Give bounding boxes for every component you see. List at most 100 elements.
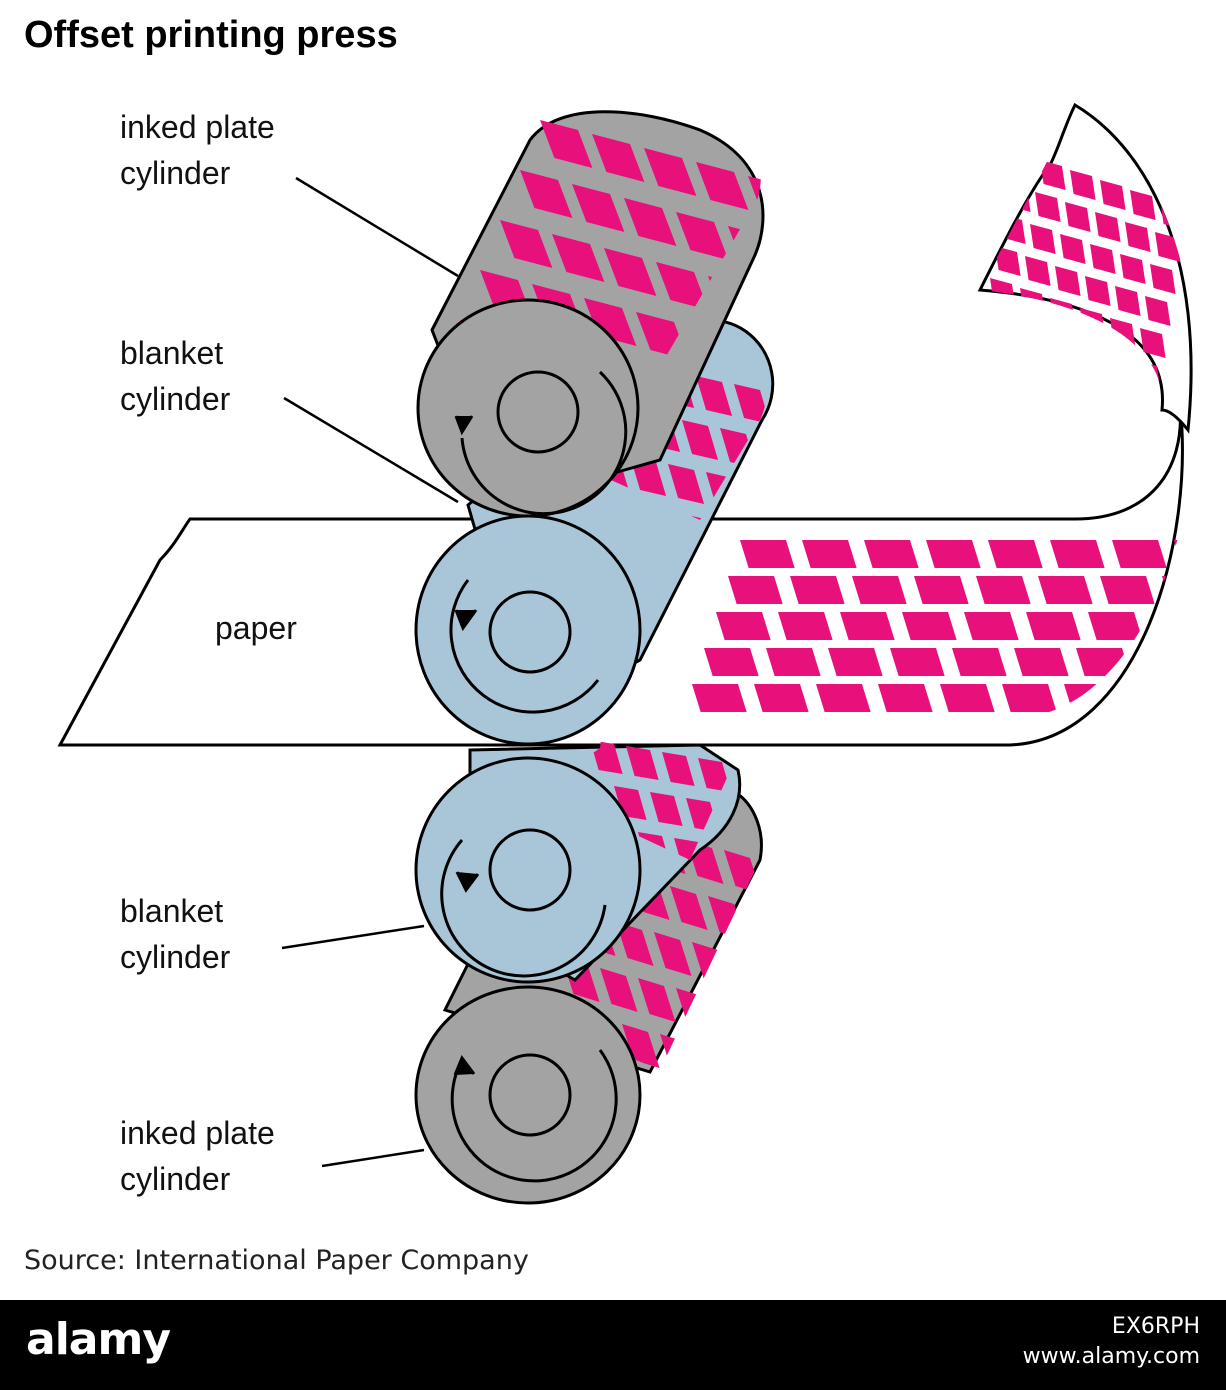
ink-cell [1010, 352, 1036, 382]
ink-cell [1010, 150, 1036, 180]
bottom-blanket-cylinder [414, 740, 742, 984]
ink-cell [1130, 190, 1156, 220]
ink-cell [668, 464, 705, 504]
ink-cell [828, 648, 883, 676]
ink-cell [520, 170, 573, 218]
ink-cell [644, 1080, 682, 1124]
ink-cell [644, 148, 697, 196]
label-line: cylinder [120, 939, 231, 975]
ink-cell [890, 648, 945, 676]
ink-cell [926, 540, 981, 568]
ink-cell [1088, 612, 1143, 640]
ink-cell [662, 752, 695, 786]
ink-cell [604, 248, 657, 296]
ink-cell [988, 540, 1043, 568]
ink-cell [1075, 340, 1101, 370]
ink-cell [584, 298, 637, 346]
label-bottom-plate-cylinder: inked plate cylinder [120, 1110, 275, 1202]
ink-cell [1060, 234, 1086, 264]
ink-cell [670, 886, 708, 930]
source-credit: Source: International Paper Company [24, 1245, 529, 1276]
printing-press-illustration [57, 102, 1193, 1205]
ink-cell [1162, 576, 1190, 604]
ink-cell [1025, 256, 1051, 286]
brand-logo: alamy [26, 1314, 171, 1365]
ink-cell [1070, 372, 1096, 402]
ink-cell [940, 684, 995, 712]
ink-cell [1155, 232, 1181, 262]
ink-cell [1126, 684, 1181, 712]
ink-cell [1138, 648, 1190, 676]
label-top-blanket-cylinder: blanket cylinder [120, 330, 230, 422]
label-line: paper [215, 610, 297, 646]
ink-cell [980, 342, 1006, 372]
label-bottom-blanket-cylinder: blanket cylinder [120, 888, 230, 980]
ink-cell [952, 648, 1007, 676]
ink-cell [1140, 328, 1166, 358]
label-paper: paper [215, 605, 297, 651]
ink-cell [1005, 384, 1031, 414]
ink-cell [1035, 394, 1061, 424]
ink-cell [1005, 182, 1031, 212]
label-top-plate-cylinder: inked plate cylinder [120, 104, 275, 196]
ink-cell [1090, 244, 1116, 274]
ink-cell [704, 648, 759, 676]
ink-cell [902, 612, 957, 640]
ink-cell [660, 1034, 698, 1070]
site-url: www.alamy.com [1022, 1344, 1200, 1369]
ink-cell [696, 162, 749, 210]
ink-cell [572, 184, 625, 232]
ink-cell [638, 978, 676, 1022]
ink-cell [914, 576, 969, 604]
ink-cell [698, 758, 731, 792]
leader-bottom-plate [321, 1148, 425, 1168]
leader-lines [281, 176, 459, 1168]
ink-cell [1125, 222, 1151, 252]
ink-cell [754, 684, 809, 712]
ink-cell [1095, 414, 1121, 430]
ink-cell [1120, 254, 1146, 284]
ink-cell [1174, 540, 1190, 568]
ink-cell [1112, 540, 1167, 568]
ink-cell [500, 220, 553, 268]
ink-cell [985, 310, 1011, 340]
label-line: blanket [120, 893, 224, 929]
label-line: cylinder [120, 155, 231, 191]
ink-cell [654, 932, 692, 976]
ink-cell [790, 576, 845, 604]
ink-cell [1105, 350, 1131, 380]
ink-cell [728, 576, 783, 604]
ink-cell [980, 374, 1001, 404]
ink-cell [1065, 404, 1091, 430]
leader-bottom-blanket [281, 924, 425, 950]
label-line: cylinder [120, 1161, 231, 1197]
ink-cell [1040, 160, 1066, 190]
ink-cell [1014, 648, 1069, 676]
printed-ink-grid [692, 540, 1190, 712]
ink-cell [592, 134, 645, 182]
ink-cell [1045, 330, 1071, 360]
ink-cell [1085, 276, 1111, 306]
ink-cell [696, 376, 733, 416]
ink-cell [976, 576, 1031, 604]
leader-top-plate [295, 176, 459, 278]
ink-cell [626, 746, 659, 780]
ink-cell [540, 120, 593, 168]
ink-cell [1040, 362, 1066, 392]
ink-cell [1002, 684, 1057, 712]
ink-cell [624, 198, 677, 246]
top-plate-cylinder [416, 110, 765, 518]
image-id: EX6RPH [1111, 1314, 1200, 1339]
ink-cell [864, 540, 919, 568]
footer-bar: alamy EX6RPH www.alamy.com [0, 1300, 1226, 1390]
ink-cell [1100, 382, 1126, 412]
ink-cell [802, 540, 857, 568]
ink-cell [1050, 540, 1105, 568]
ink-cell [682, 420, 719, 460]
ink-cell [852, 576, 907, 604]
ink-cell [1130, 392, 1156, 422]
leader-top-blanket [283, 396, 459, 504]
ink-cell [552, 234, 605, 282]
ink-cell [1065, 202, 1091, 232]
label-line: blanket [120, 335, 224, 371]
